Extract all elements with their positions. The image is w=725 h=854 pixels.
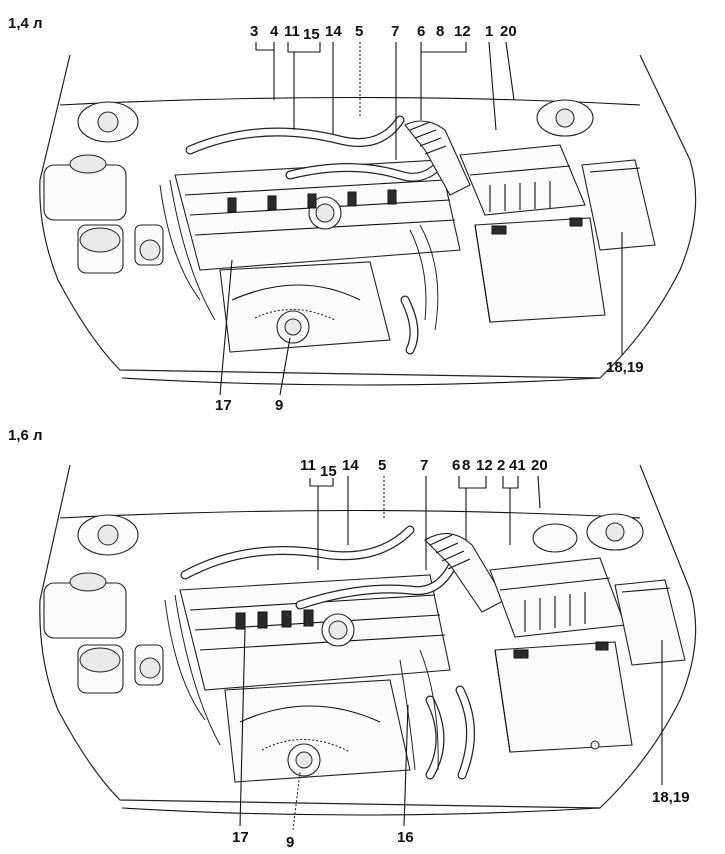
callout-label: 9 <box>275 397 283 414</box>
left-side-components <box>43 514 164 694</box>
battery <box>494 641 633 753</box>
callout-label: 7 <box>420 457 428 474</box>
callout-label: 8 <box>436 23 444 40</box>
callout-label: 18,19 <box>652 789 690 806</box>
callout-label: 16 <box>397 829 414 846</box>
callout-label: 6 <box>452 457 460 474</box>
callout-labels: 3 4 11 15 14 5 7 6 8 12 1 20 17 9 18,19 <box>215 23 644 414</box>
engine-block <box>174 159 461 353</box>
leader-lines <box>219 41 623 396</box>
callout-label: 18,19 <box>606 359 644 376</box>
fuse-box <box>581 159 656 251</box>
engine-block <box>179 574 451 783</box>
callout-label: 41 <box>509 457 526 474</box>
right-side-components <box>532 513 644 553</box>
fuse-box <box>614 579 686 666</box>
callout-label: 11 <box>284 23 300 40</box>
cowl-line <box>59 509 641 519</box>
callout-label: 4 <box>270 23 279 40</box>
left-side-components <box>43 101 164 274</box>
callout-label: 8 <box>462 457 470 474</box>
callout-label: 9 <box>286 834 294 851</box>
diagram-1-6l: 1,6 л <box>8 427 697 851</box>
callout-label: 17 <box>232 829 249 846</box>
callout-label: 20 <box>531 457 548 474</box>
callout-label: 14 <box>325 23 342 40</box>
callout-label: 7 <box>391 23 399 40</box>
diagram-title: 1,4 л <box>8 15 43 32</box>
leader-lines <box>239 475 663 831</box>
callout-label: 5 <box>355 23 363 40</box>
callout-label: 11 <box>300 457 316 474</box>
diagram-title: 1,6 л <box>8 427 43 444</box>
battery <box>474 217 606 323</box>
callout-label: 14 <box>342 457 359 474</box>
callout-label: 12 <box>476 457 493 474</box>
bumper-line <box>121 377 601 386</box>
air-intake-duct <box>424 533 506 613</box>
callout-label: 15 <box>320 463 337 480</box>
callout-label: 20 <box>500 23 517 40</box>
air-filter-housing <box>489 557 626 638</box>
callout-label: 2 <box>497 457 505 474</box>
callout-label: 12 <box>454 23 471 40</box>
air-filter-housing <box>459 144 586 216</box>
diagram-1-4l: 1,4 л <box>8 15 697 414</box>
air-intake-duct <box>404 120 471 196</box>
callout-label: 3 <box>250 23 258 40</box>
callout-labels: 11 15 14 5 7 6 8 12 2 41 20 17 9 16 18,1… <box>232 457 690 851</box>
callout-label: 5 <box>378 457 386 474</box>
hoses <box>164 525 475 780</box>
bumper-line <box>121 807 601 816</box>
callout-label: 17 <box>215 397 232 414</box>
callout-label: 1 <box>485 23 493 40</box>
right-side-components <box>536 99 594 137</box>
callout-label: 15 <box>303 26 320 43</box>
callout-label: 6 <box>417 23 425 40</box>
